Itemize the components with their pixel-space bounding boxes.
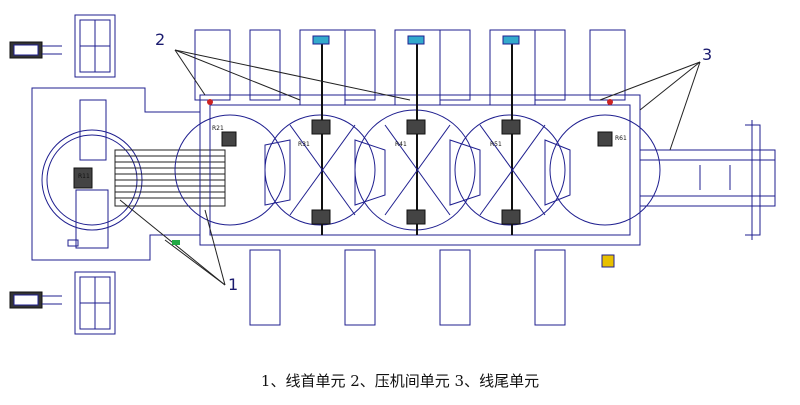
- robot-tag-r11: R11: [78, 173, 90, 180]
- robot-bodies: [221, 119, 613, 225]
- line-tail-conveyor: [639, 120, 776, 240]
- robot-tag-r21: R21: [212, 125, 224, 132]
- callout-leaders: [119, 49, 701, 286]
- robot-tag-r51: R51: [490, 141, 502, 148]
- robot-tag-r61: R61: [615, 135, 627, 142]
- callout-label-1: 1: [228, 275, 239, 294]
- press-bays-top: [194, 29, 626, 106]
- color-markers: [172, 35, 615, 268]
- callout-label-3: 3: [702, 45, 713, 64]
- die-areas: [264, 139, 571, 206]
- press-bays-bottom: [249, 249, 566, 326]
- left-bottom-pallet: [74, 271, 116, 335]
- robot-tag-r41: R41: [395, 141, 407, 148]
- robot-tag-r31: R31: [298, 141, 310, 148]
- line-head-enclosure: [31, 87, 201, 261]
- left-top-fork-unit: [9, 41, 62, 59]
- callout-label-2: 2: [155, 30, 166, 49]
- left-bottom-fork-unit: [9, 291, 62, 309]
- transfer-cross-lines: [289, 124, 546, 216]
- figure-caption: 1、线首单元 2、压机间单元 3、线尾单元: [260, 372, 540, 390]
- drawing-lines: [9, 14, 776, 335]
- press-columns: [321, 38, 513, 235]
- feeding-conveyor: [114, 149, 226, 207]
- left-top-pallet: [74, 14, 116, 78]
